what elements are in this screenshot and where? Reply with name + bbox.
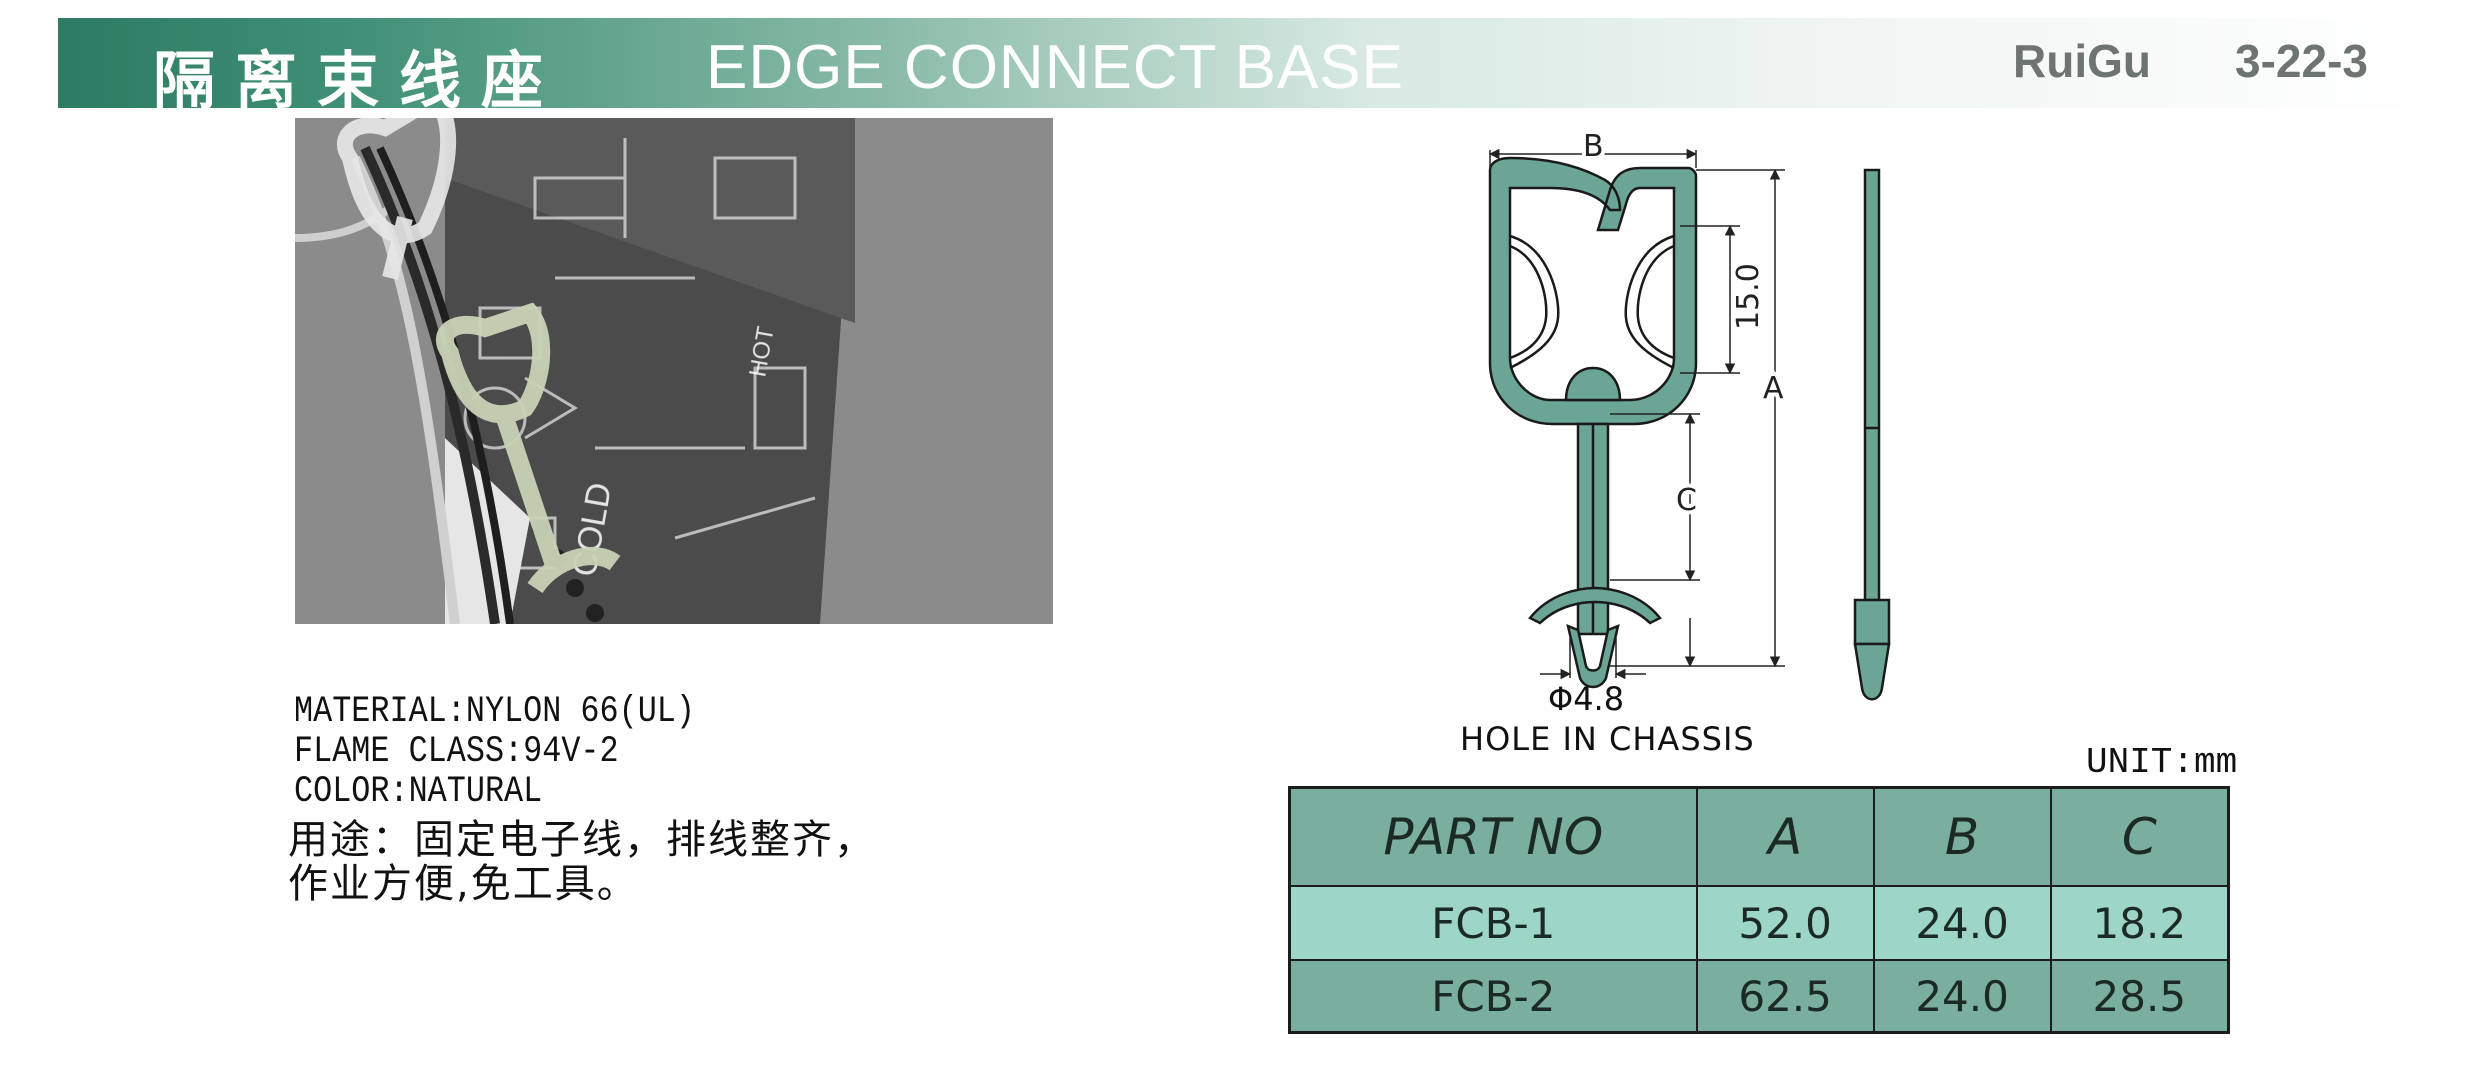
usage-line-1: 用途：固定电子线，排线整齐， xyxy=(288,817,876,863)
dim-15-label: 15.0 xyxy=(1731,263,1766,330)
parts-table: PART NO A B C FCB-1 52.0 24.0 18.2 FCB-2… xyxy=(1288,786,2230,1034)
technical-drawing: B 15.0 A C xyxy=(1440,118,1960,758)
dim-c-label: C xyxy=(1676,483,1697,518)
spec-color: COLOR:NATURAL xyxy=(294,771,543,813)
product-photo-illustration: COLD HOT xyxy=(295,118,1053,624)
cell-c: 28.5 xyxy=(2049,959,2230,1034)
cell-part-no: FCB-2 xyxy=(1288,959,1698,1034)
clip-front-view xyxy=(1488,156,1698,689)
header-b: B xyxy=(1872,786,2052,887)
brand-name: RuiGu xyxy=(2013,35,2151,87)
spec-material: MATERIAL:NYLON 66(UL) xyxy=(294,691,696,733)
cell-b: 24.0 xyxy=(1872,959,2052,1034)
spec-flame-class: FLAME CLASS:94V-2 xyxy=(294,731,619,773)
dim-a-label: A xyxy=(1763,371,1784,406)
drawing-svg: B 15.0 A C xyxy=(1488,125,1891,701)
header-part-no: PART NO xyxy=(1288,786,1698,887)
title-chinese: 隔离束线座 xyxy=(153,44,564,117)
usage-line-2: 作业方便,免工具。 xyxy=(288,861,639,907)
clip-side-view xyxy=(1853,168,1891,701)
spec-list: MATERIAL:NYLON 66(UL) FLAME CLASS:94V-2 … xyxy=(294,692,760,812)
table-header-row: PART NO A B C xyxy=(1288,786,2230,887)
usage-description: 用途：固定电子线，排线整齐， 作业方便,免工具。 xyxy=(288,818,876,906)
cell-part-no: FCB-1 xyxy=(1288,885,1698,961)
title-english: EDGE CONNECT BASE xyxy=(706,33,1405,102)
unit-label: UNIT:mm xyxy=(2086,742,2238,783)
header-banner: 隔离束线座 EDGE CONNECT BASE RuiGu 3-22-3 xyxy=(58,18,2430,117)
product-photo: COLD HOT xyxy=(295,118,1053,624)
cell-b: 24.0 xyxy=(1872,885,2052,961)
header-c: C xyxy=(2049,786,2230,887)
dim-b-label: B xyxy=(1583,129,1604,164)
cell-c: 18.2 xyxy=(2049,885,2230,961)
hole-caption: HOLE IN CHASSIS xyxy=(1460,720,1755,758)
header-a: A xyxy=(1695,786,1875,887)
cell-a: 62.5 xyxy=(1695,959,1875,1034)
hole-diameter-label: Φ4.8 xyxy=(1548,680,1625,718)
table-row: FCB-1 52.0 24.0 18.2 xyxy=(1288,885,2230,961)
page-code: 3-22-3 xyxy=(2235,35,2368,87)
table-row: FCB-2 62.5 24.0 28.5 xyxy=(1288,959,2230,1034)
cell-a: 52.0 xyxy=(1695,885,1875,961)
